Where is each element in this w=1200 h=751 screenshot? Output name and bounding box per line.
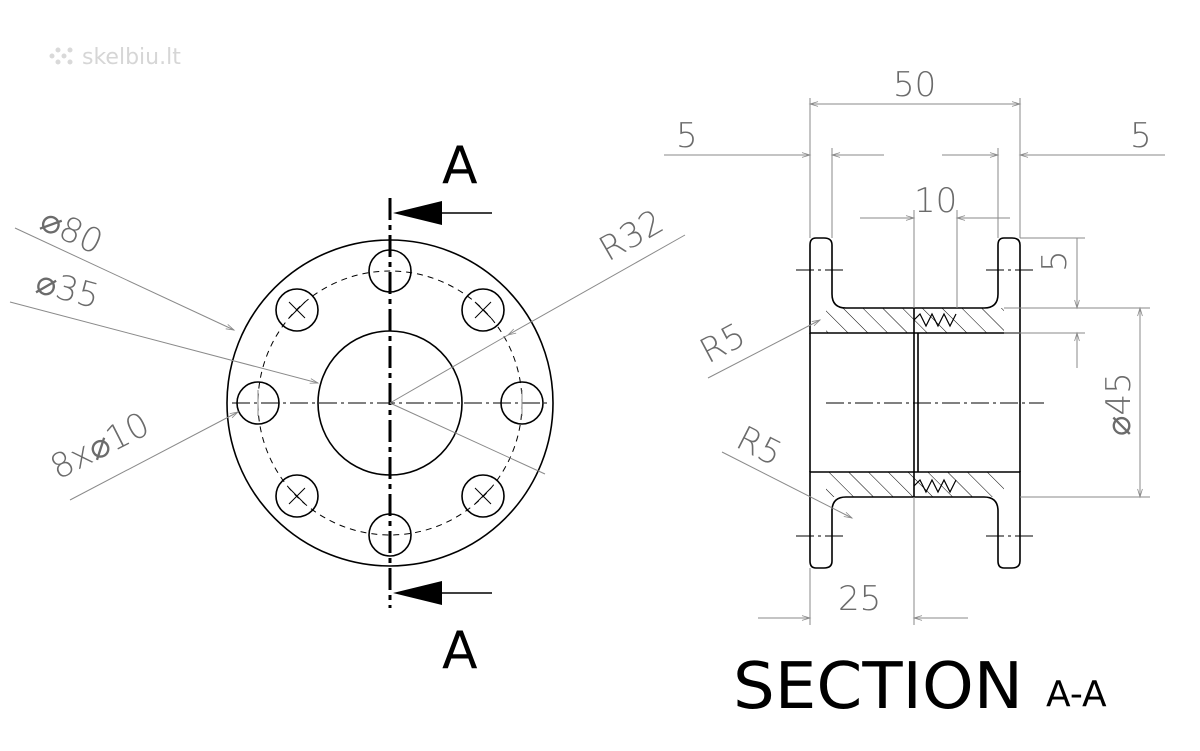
dim-half-width-label: 25 [838,579,881,619]
dim-flange-height-label: 5 [1035,250,1075,272]
dim-inner-diameter-label: ⌀35 [32,262,104,317]
dim-flange-right: 5 [942,116,1165,158]
dim-fillet-top: R5 [693,315,822,379]
section-title-suffix: A-A [1046,674,1107,715]
thread-bottom [913,478,957,494]
section-marker-top: A [442,136,478,196]
dim-fillet-bottom: R5 [721,418,854,519]
dim-radius-label: R32 [593,202,671,270]
thread-top [913,312,957,328]
dim-center-width-label: 10 [914,181,957,221]
front-view: A A ⌀80 ⌀35 R32 8x⌀10 [9,136,686,681]
bolt-hole [461,288,505,332]
dim-flange-left: 5 [664,116,884,158]
section-marker-bottom: A [442,621,478,681]
bolt-hole [275,288,319,332]
section-arrow-top [393,201,492,225]
watermark: skelbiu.lt [49,45,181,70]
dim-bore-label: ⌀45 [1099,372,1139,436]
dim-total-width: 50 [808,65,1022,107]
watermark-logo-icon [49,47,73,65]
dim-center-width: 10 [860,181,1010,221]
dim-radius: R32 [389,202,686,404]
section-arrow-bottom [393,581,492,605]
dim-half-width: 25 [758,579,968,621]
bolt-hole [236,381,280,425]
dim-holes-label: 8x⌀10 [44,404,156,488]
dim-holes: 8x⌀10 [44,404,240,501]
section-bottom-outline [809,471,1021,569]
dim-total-width-label: 50 [893,65,936,105]
dim-flange-right-label: 5 [1130,116,1152,156]
bolt-hole [500,381,544,425]
watermark-text: skelbiu.lt [82,45,181,70]
dim-flange-height: 5 [1035,238,1080,368]
dim-outer-diameter-label: ⌀80 [34,200,109,263]
dim-fillet-bottom-label: R5 [730,418,788,474]
bolt-hole [461,474,505,518]
section-view: 50 5 5 10 5 ⌀45 [664,65,1165,724]
section-top-outline [809,237,1021,334]
section-title: SECTION [733,650,1023,724]
top-wall-hatch [826,308,1004,333]
dim-bore: ⌀45 [1099,306,1143,499]
bolt-hole [275,474,319,518]
dim-flange-left-label: 5 [676,116,698,156]
dim-fillet-top-label: R5 [693,315,752,372]
